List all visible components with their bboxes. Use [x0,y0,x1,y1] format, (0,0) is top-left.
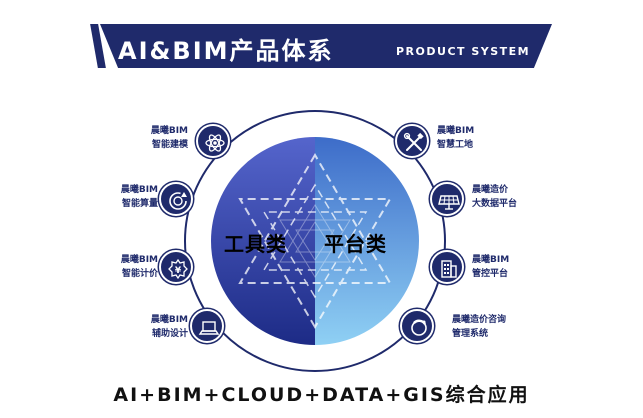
left-item-1-label: 晨曦BIM 智能建模 [130,124,188,152]
banner-title: AI&BIM产品体系 [118,37,334,65]
star-pattern [238,153,392,329]
left-item-3-badge[interactable]: ¥ [159,250,193,284]
left-item-4-badge[interactable] [190,309,224,343]
refresh-circle-icon [169,192,187,210]
tools-category-label: 工具类 [224,232,287,256]
right-item-3-badge[interactable] [430,250,464,284]
left-item-2-name: 智能算量 [121,199,158,209]
right-item-1-name: 智慧工地 [437,140,474,150]
sphere-left-half [211,137,315,345]
left-item-1-name: 智能建模 [151,140,188,150]
right-item-1-brand: 晨曦BIM [437,126,475,136]
right-item-3-brand: 晨曦BIM [472,255,510,265]
platform-category-label: 平台类 [324,232,387,256]
right-item-1-label: 晨曦BIM 智慧工地 [437,124,507,152]
right-item-4-name: 管理系统 [452,329,489,339]
left-item-2-label: 晨曦BIM 智能算量 [100,183,158,211]
outer-ring [184,110,446,372]
right-item-2-name: 大数据平台 [472,199,518,209]
right-item-4-label: 晨曦造价咨询 管理系统 [452,313,532,341]
right-item-1-badge[interactable] [395,124,429,158]
sphere-right-half [315,137,419,345]
planet-icon [411,319,427,336]
right-item-4-badge[interactable] [400,309,434,343]
right-item-4-brand: 晨曦造价咨询 [452,315,507,325]
left-item-4-brand: 晨曦BIM [150,315,188,325]
atom-icon [205,134,225,152]
svg-text:¥: ¥ [175,266,182,276]
right-item-2-brand: 晨曦造价 [472,185,509,195]
banner-subtitle: PRODUCT SYSTEM [396,45,531,58]
left-item-3-label: 晨曦BIM 智能计价 [100,253,158,281]
yen-badge-icon: ¥ [168,258,188,280]
laptop-icon [198,321,220,335]
solar-panel-icon [438,195,460,210]
tools-icon [403,132,424,151]
right-item-3-name: 管控平台 [472,269,509,279]
left-item-1-brand: 晨曦BIM [150,126,188,136]
left-item-3-brand: 晨曦BIM [120,255,158,265]
footer-tagline: AI+BIM+CLOUD+DATA+GIS综合应用 [113,384,530,406]
left-item-3-name: 智能计价 [121,269,158,279]
right-item-2-badge[interactable] [430,182,464,216]
left-item-4-name: 辅助设计 [151,329,188,339]
left-item-2-badge[interactable] [159,182,193,216]
building-icon [441,260,457,278]
left-item-1-badge[interactable] [196,124,230,158]
right-item-3-label: 晨曦BIM 管控平台 [472,253,542,281]
left-item-2-brand: 晨曦BIM [120,185,158,195]
title-banner [100,24,552,68]
left-item-4-label: 晨曦BIM 辅助设计 [130,313,188,341]
star-inner-lines [279,204,351,278]
right-item-2-label: 晨曦造价 大数据平台 [472,183,542,211]
